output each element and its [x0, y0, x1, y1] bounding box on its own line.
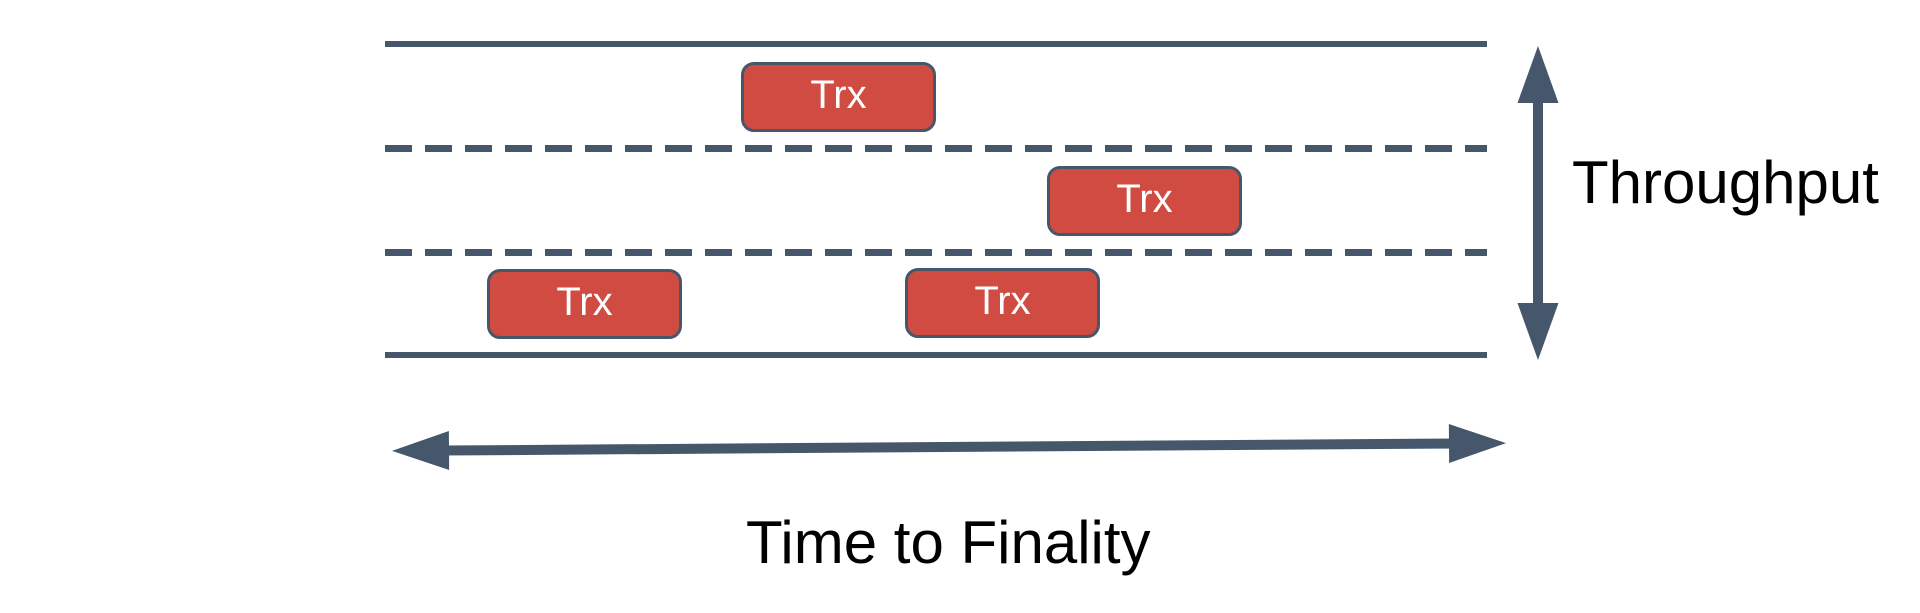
trx-box: Trx: [487, 269, 682, 339]
trx-box-label: Trx: [810, 73, 867, 117]
trx-box: Trx: [1047, 166, 1242, 236]
time-to-finality-label: Time to Finality: [746, 509, 1151, 576]
trx-box-label: Trx: [974, 279, 1031, 323]
time-to-finality-double-arrow-icon: [392, 424, 1506, 470]
road-top-line: [385, 41, 1487, 47]
throughput-double-arrow-icon: [1517, 46, 1559, 360]
trx-box-label: Trx: [556, 280, 613, 324]
lane-divider-dashed-line-2: [385, 249, 1487, 256]
trx-box-label: Trx: [1116, 177, 1173, 221]
throughput-label: Throughput: [1572, 149, 1879, 216]
trx-box: Trx: [741, 62, 936, 132]
trx-box: Trx: [905, 268, 1100, 338]
road-bottom-line: [385, 352, 1487, 358]
lane-divider-dashed-line-1: [385, 145, 1487, 152]
